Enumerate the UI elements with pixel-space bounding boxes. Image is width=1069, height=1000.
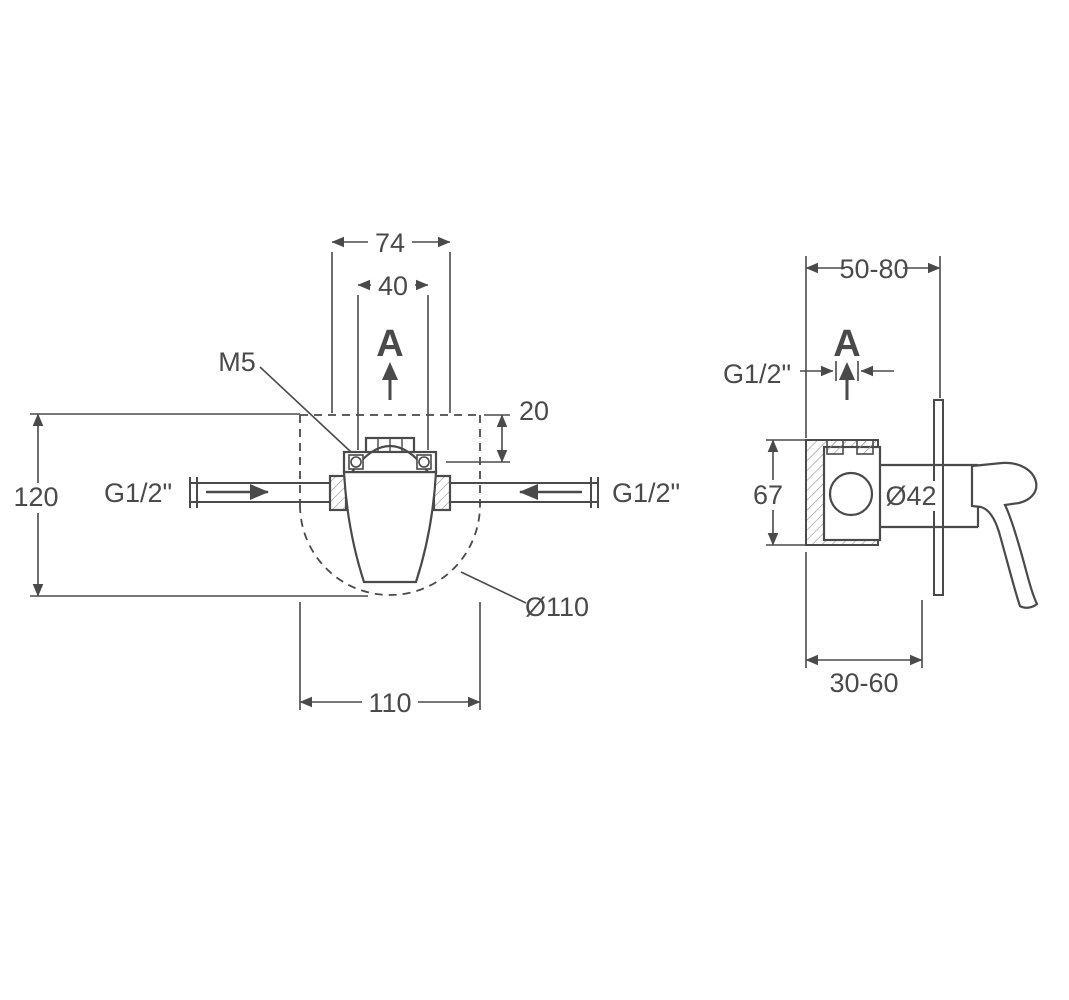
front-dimensions bbox=[30, 236, 527, 710]
front-view: 74 40 20 120 110 Ø110 M5 G1/2" G1/2" A bbox=[12, 228, 680, 718]
recess-dashed-outline bbox=[299, 414, 481, 596]
dim-110-label: 110 bbox=[368, 688, 411, 718]
view-a-label-side: A bbox=[833, 323, 860, 365]
dim-74-label: 74 bbox=[375, 228, 405, 258]
side-dimensions bbox=[766, 256, 941, 668]
dim-120-label: 120 bbox=[13, 482, 58, 512]
dim-30-60-label: 30-60 bbox=[829, 668, 898, 698]
dim-20-label: 20 bbox=[519, 396, 549, 426]
mounting-plate bbox=[342, 450, 438, 474]
screw-side-left bbox=[826, 439, 844, 455]
dim-40-label: 40 bbox=[378, 271, 408, 301]
side-labels: 50-80 A G1/2" 67 Ø42 30-60 bbox=[723, 254, 937, 698]
view-a-arrow-front bbox=[382, 362, 398, 400]
screw-side-right bbox=[856, 439, 874, 455]
screw-right bbox=[418, 456, 430, 468]
dim-50-80-label: 50-80 bbox=[839, 254, 908, 284]
m5-label: M5 bbox=[218, 347, 256, 377]
supply-pipes bbox=[189, 477, 599, 508]
view-a-arrow-side bbox=[839, 362, 855, 400]
g12-right-label: G1/2" bbox=[612, 478, 680, 508]
m5-leader-line bbox=[259, 366, 352, 453]
front-labels: 74 40 20 120 110 Ø110 M5 G1/2" G1/2" A bbox=[12, 228, 680, 718]
view-a-label-front: A bbox=[376, 323, 403, 365]
side-view: 50-80 A G1/2" 67 Ø42 30-60 bbox=[723, 254, 1039, 698]
screw-left bbox=[350, 456, 362, 468]
dia110-label: Ø110 bbox=[525, 592, 589, 622]
inlet-section-circle bbox=[828, 471, 874, 517]
valve-body-front bbox=[328, 436, 452, 584]
recess-dashed-circle bbox=[299, 504, 481, 596]
valve-body-outline bbox=[342, 470, 438, 584]
dia42-label: Ø42 bbox=[885, 481, 936, 511]
g12-side-label: G1/2" bbox=[723, 359, 791, 389]
dim-67-label: 67 bbox=[753, 480, 783, 510]
g12-left-label: G1/2" bbox=[104, 478, 172, 508]
dia110-leader-line bbox=[460, 571, 527, 604]
handle-lever bbox=[970, 461, 1039, 609]
